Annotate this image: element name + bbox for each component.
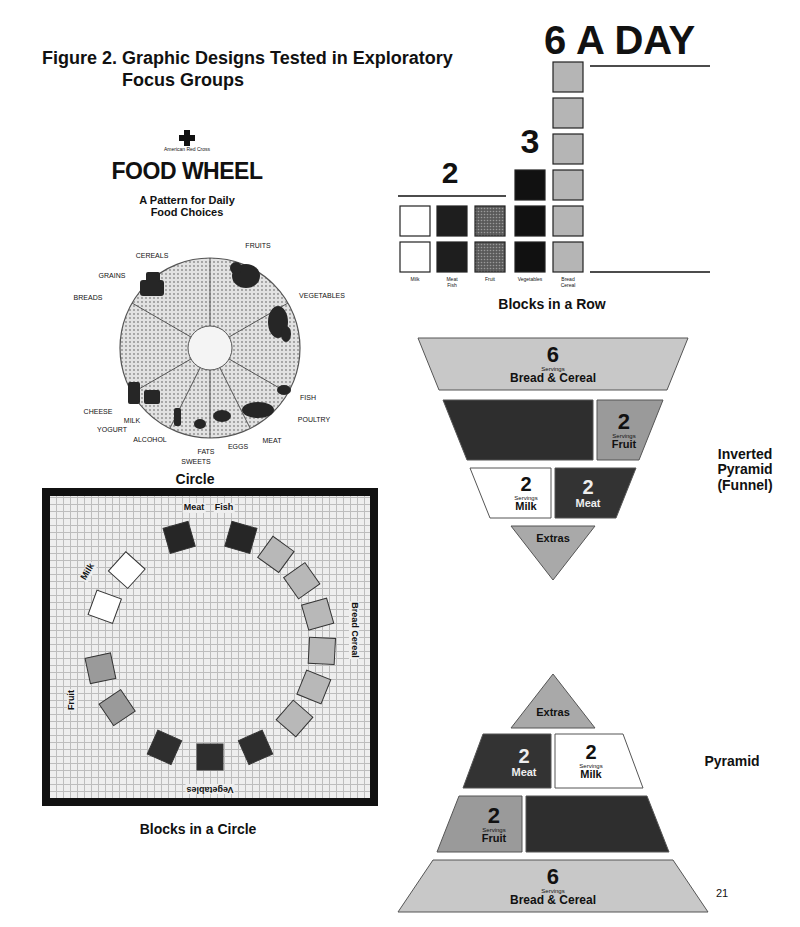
design-caption: Circle <box>176 472 215 487</box>
design-caption: Blocks in a Row <box>498 297 605 312</box>
food-group-name: Extras <box>536 533 570 545</box>
design-caption: Inverted Pyramid (Funnel) <box>699 447 791 493</box>
band-text: Extras <box>536 707 570 719</box>
food-label: YOGURT <box>96 426 128 434</box>
meat-band: 2Meat <box>555 468 636 518</box>
band-shape <box>463 734 551 788</box>
extras-triangle: Extras <box>511 526 595 580</box>
food-group-name: Meat <box>575 498 600 510</box>
design-caption: Pyramid <box>704 754 759 769</box>
band-text: 2ServingsFruit <box>482 804 506 845</box>
food-label: POULTRY <box>297 416 331 424</box>
food-label: FATS <box>197 448 216 456</box>
group-label: Bread Cereal <box>349 601 359 659</box>
group-label: Vegetables <box>185 784 234 794</box>
group-label: Fruit <box>67 689 77 711</box>
fruit-band: 2ServingsFruit <box>437 796 522 852</box>
food-wheel <box>120 258 300 438</box>
band-text: 2ServingsMilk <box>514 474 537 513</box>
column-label: Meat Fish <box>442 277 462 288</box>
fruit-band: 2ServingsFruit <box>597 400 663 460</box>
logo-text: American Red Cross <box>164 147 210 153</box>
figure-title: Figure 2. Graphic Designs Tested in Expl… <box>42 48 492 91</box>
food-group-name: Fruit <box>482 833 506 845</box>
band-text: 2ServingsMilk <box>579 742 602 781</box>
food-group-name: Meat <box>511 767 536 779</box>
food-group-name: Fruit <box>612 439 636 451</box>
milk-band: 2ServingsMilk <box>555 734 643 788</box>
serving-number: 2 <box>518 746 529 767</box>
page-number: 21 <box>716 887 728 899</box>
food-label: MILK <box>123 417 141 425</box>
food-label: GRAINS <box>98 272 127 280</box>
band-shape <box>470 468 551 518</box>
band-text: 6ServingsBread & Cereal <box>510 343 596 385</box>
band-shape <box>511 674 595 728</box>
column-label: Milk <box>411 277 420 283</box>
food-label: VEGETABLES <box>298 292 346 300</box>
food-label: ALCOHOL <box>132 436 167 444</box>
serving-number: 2 <box>442 156 459 189</box>
group-label: Meat <box>183 503 206 513</box>
food-label: SWEETS <box>180 458 212 466</box>
rule-lines <box>398 66 710 272</box>
red-cross-logo <box>179 130 195 146</box>
band-text: Extras <box>536 533 570 545</box>
serving-number: 2 <box>618 410 630 433</box>
column-label: Fruit <box>485 277 495 283</box>
food-group-name: Bread & Cereal <box>510 372 596 385</box>
slogan: 6 A DAY <box>544 18 695 62</box>
serving-number: 2 <box>488 804 500 827</box>
band-text: 2Meat <box>511 746 536 779</box>
food-label: BREADS <box>73 294 104 302</box>
food-label: EGGS <box>227 443 249 451</box>
vegetable-band <box>443 400 669 852</box>
food-label: FRUITS <box>244 242 271 250</box>
extras-triangle: Extras <box>511 674 595 728</box>
food-group-name: Bread & Cereal <box>510 894 596 907</box>
band-shape <box>555 734 643 788</box>
serving-number: 2 <box>582 477 593 498</box>
design-caption: Blocks in a Circle <box>140 822 257 837</box>
band-text: 2ServingsFruit <box>612 410 636 451</box>
meat-band: 2Meat <box>463 734 551 788</box>
group-label: Fish <box>214 503 235 513</box>
column-label: Vegetables <box>518 277 543 283</box>
band-text: 2Meat <box>575 477 600 510</box>
band-shape <box>437 796 522 852</box>
serving-number: 6 <box>547 343 559 366</box>
food-label: MEAT <box>262 437 283 445</box>
bread-band: 6ServingsBread & Cereal <box>418 338 688 390</box>
food-label: CEREALS <box>135 252 170 260</box>
band-text: 6ServingsBread & Cereal <box>510 865 596 907</box>
food-group-name: Milk <box>515 501 536 513</box>
wheel-title: FOOD WHEEL <box>112 159 263 184</box>
food-group-name: Milk <box>580 769 601 781</box>
serving-number: 3 <box>521 123 540 160</box>
column-label: Bread Cereal <box>556 277 580 288</box>
serving-number: 6 <box>547 865 559 888</box>
food-label: CHEESE <box>83 408 114 416</box>
blocks-in-a-row <box>400 62 583 272</box>
bread-band: 6ServingsBread & Cereal <box>398 860 708 912</box>
band-shape <box>555 468 636 518</box>
serving-number: 2 <box>520 474 531 495</box>
wheel-subtitle: A Pattern for Daily Food Choices <box>131 194 243 218</box>
milk-band: 2ServingsMilk <box>470 468 551 518</box>
serving-number: 2 <box>585 742 596 763</box>
food-group-name: Extras <box>536 707 570 719</box>
blocks-in-a-circle <box>46 492 374 802</box>
food-label: FISH <box>299 394 317 402</box>
